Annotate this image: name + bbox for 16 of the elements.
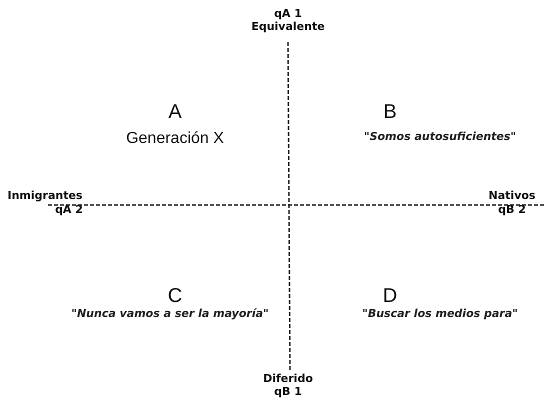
axis-label: Equivalente	[251, 21, 325, 34]
quadrant-letter: B	[383, 101, 397, 124]
quadrant-letter: D	[382, 285, 398, 308]
quadrant-quote: "Nunca vamos a ser la mayoría"	[70, 308, 270, 321]
quadrant-letter: A	[168, 101, 182, 124]
axis-label: Inmigrantes	[8, 190, 82, 203]
axis-label: qB 1	[274, 386, 302, 399]
quadrant-caption: Generación X	[126, 130, 224, 148]
axis-label: qA 1	[274, 8, 302, 21]
quadrant-quote: "Buscar los medios para"	[362, 308, 518, 321]
quadrant-letter: C	[168, 285, 182, 308]
axis-label: Diferido	[263, 373, 313, 386]
axis-label: qA 2	[55, 204, 83, 217]
axis-label: qB 2	[498, 204, 526, 217]
axis-label: Nativos	[488, 190, 536, 203]
quadrant-quote: "Somos autosuficientes"	[364, 131, 516, 144]
